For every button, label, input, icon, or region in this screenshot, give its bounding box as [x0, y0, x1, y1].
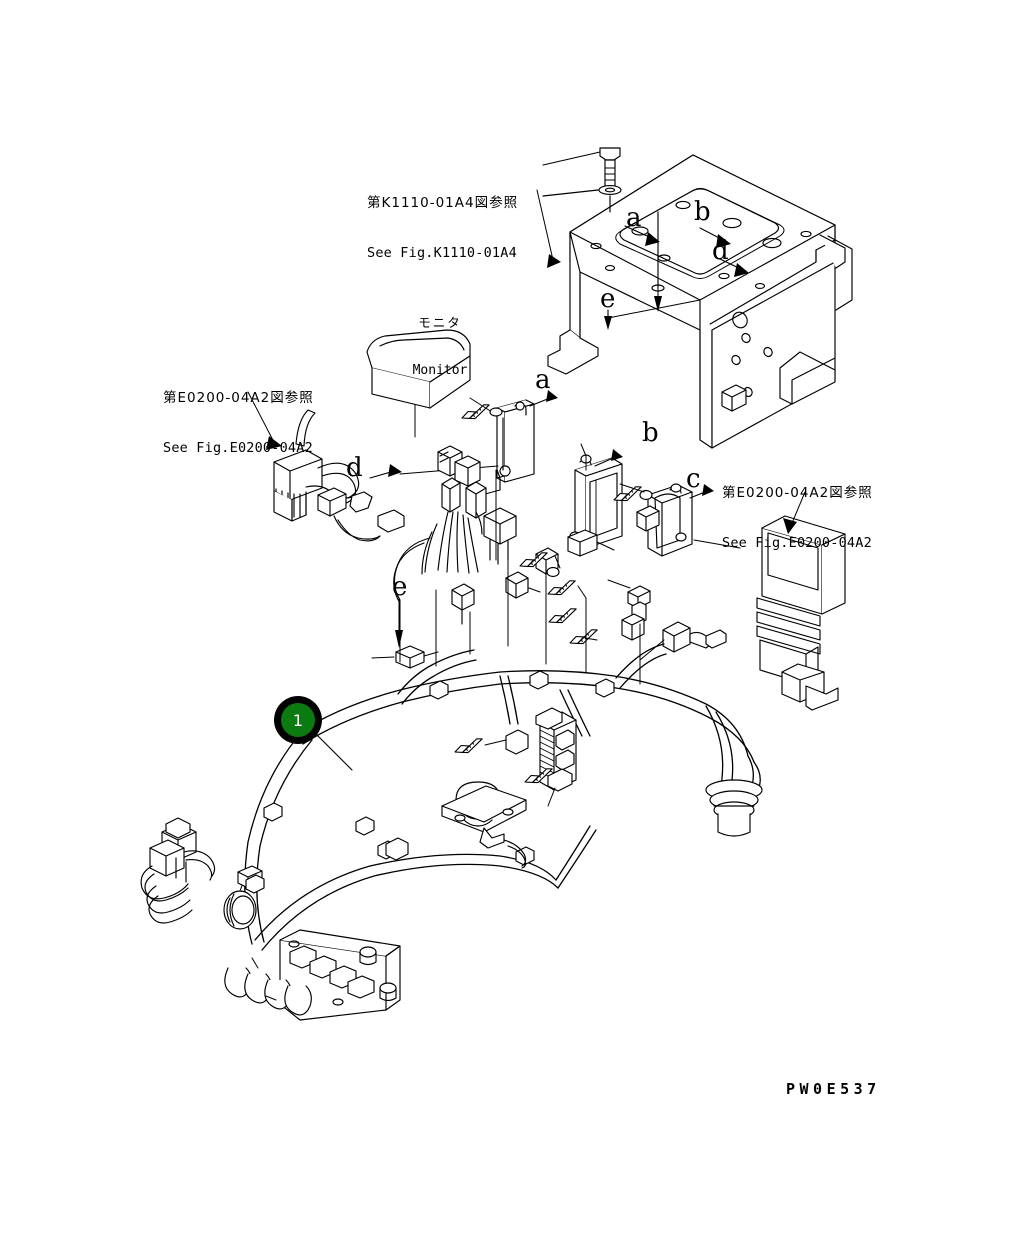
bolt-top [599, 147, 621, 189]
controller-unit-right [756, 491, 846, 711]
drawing-code: PW0E537 [786, 1080, 881, 1098]
stud-parts [607, 579, 727, 661]
harness-clamp-e [371, 597, 439, 669]
relay-box-a [459, 390, 558, 499]
reference-e0200-04a2-left-en: See Fig.E0200-04A2 [163, 439, 313, 456]
balloon-leader [315, 733, 353, 771]
reference-e0200-04a2-left-jp: 第E0200-04A2図参照 [163, 390, 314, 406]
balloon-1-number: 1 [293, 711, 303, 730]
reference-e0200-04a2-right-jp: 第E0200-04A2図参照 [722, 485, 873, 501]
horn-switch [441, 781, 527, 869]
reference-e0200-04a2-right: 第E0200-04A2図参照 See Fig.E0200-04A2 [722, 452, 873, 584]
connector-cluster [393, 445, 559, 625]
monitor-label-en: Monitor [412, 363, 468, 378]
main-wiring-harness [244, 455, 761, 951]
callout-letter-a: a [535, 365, 551, 395]
relay-bracket-c [611, 483, 741, 557]
terminal-board [224, 929, 401, 1021]
balloon-1[interactable]: 1 [274, 696, 322, 744]
reference-e0200-04a2-right-en: See Fig.E0200-04A2 [722, 534, 872, 551]
callout-letter-e: e [392, 572, 408, 602]
callout-letter-a-bracket: a [626, 203, 642, 233]
callout-letter-b-bracket: b [694, 197, 711, 227]
callout-letter-c: c [686, 464, 701, 494]
reference-k1110-01a4-jp: 第K1110-01A4図参照 [367, 195, 519, 211]
trunk-small-parts [245, 874, 265, 894]
callout-letter-d: d [346, 453, 363, 483]
callout-letter-e-bracket: e [600, 284, 616, 314]
callout-letter-d-bracket: d [712, 236, 729, 266]
controller-box-b [567, 443, 623, 557]
mounting-bracket-box [536, 147, 853, 449]
bracket-callout-arrows [604, 225, 749, 330]
monitor-label-jp: モニタ [418, 315, 462, 330]
fasteners-centre [517, 550, 601, 649]
reference-e0200-04a2-left: 第E0200-04A2図参照 See Fig.E0200-04A2 [163, 357, 314, 489]
left-connector-stack [140, 817, 409, 930]
fuse-box [452, 707, 577, 807]
reference-k1110-01a4-en: See Fig.K1110-01A4 [367, 244, 517, 261]
harness-grommet [705, 779, 763, 837]
multi-pin-connector-d [247, 391, 499, 542]
monitor-label: モニタ Monitor [400, 283, 480, 411]
monitor-display-unit [366, 329, 471, 438]
reference-k1110-01a4: 第K1110-01A4図参照 See Fig.K1110-01A4 [367, 162, 518, 294]
callout-letter-b: b [642, 418, 659, 448]
